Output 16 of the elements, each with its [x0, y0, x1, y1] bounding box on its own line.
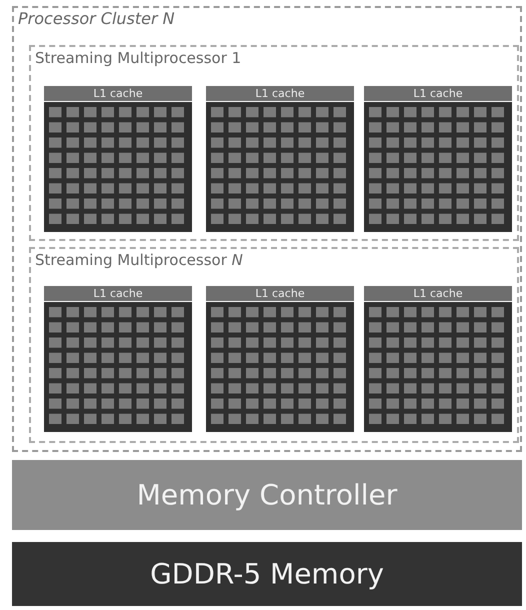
- cache-label: L1 cache: [364, 86, 512, 101]
- cluster-frame: [12, 6, 522, 452]
- controller-bar: [12, 460, 522, 530]
- cache-label: L1 cache: [206, 86, 354, 101]
- cache-label: L1 cache: [44, 286, 192, 301]
- cache-label: L1 cache: [44, 86, 192, 101]
- cache-label: L1 cache: [206, 286, 354, 301]
- group-title: Processor Cluster N: [18, 9, 175, 28]
- bar-title: Memory Controller: [136, 478, 398, 512]
- multiprocessor-frame: [29, 45, 519, 241]
- group-title: Streaming Multiprocessor 1: [35, 49, 242, 67]
- group-title: Streaming Multiprocessor N: [35, 251, 243, 269]
- memory-bar: [12, 542, 522, 606]
- bar-title: GDDR-5 Memory: [150, 558, 384, 590]
- multiprocessor-frame: [29, 247, 519, 443]
- cache-label: L1 cache: [364, 286, 512, 301]
